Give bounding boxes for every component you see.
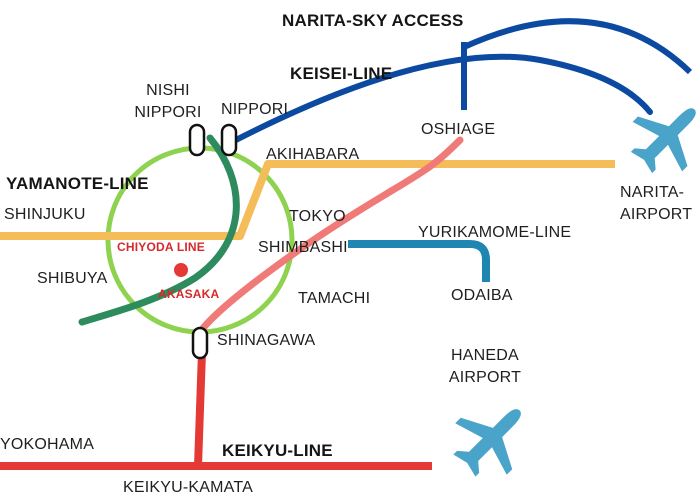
station-shibuya: SHIBUYA — [37, 270, 108, 287]
narita-airplane-icon — [630, 108, 696, 174]
airport-narita-line1: NARITA- — [620, 184, 685, 201]
haneda-airplane-icon — [453, 409, 521, 477]
station-yokohama: YOKOHAMA — [0, 436, 95, 453]
station-tamachi: TAMACHI — [298, 290, 371, 307]
station-marker-nippori[interactable] — [220, 123, 238, 157]
station-shinjuku: SHINJUKU — [4, 206, 86, 223]
airport-narita-line2: AIRPORT — [620, 206, 693, 223]
keisei-line — [229, 53, 653, 145]
station-odaiba: ODAIBA — [451, 287, 513, 304]
keikyu-line-branch — [194, 351, 206, 467]
station-nishi-nippori: NISHI NIPPORI — [130, 80, 206, 124]
station-nippori: NIPPORI — [221, 101, 289, 118]
station-akasaka: AKASAKA — [158, 287, 220, 301]
chiyoda-line — [78, 134, 240, 326]
airport-haneda: HANEDA AIRPORT — [440, 345, 530, 389]
akasaka-dot — [174, 263, 188, 277]
airport-haneda-line2: AIRPORT — [448, 369, 522, 386]
asakusa-line — [196, 136, 464, 336]
station-marker-shinagawa[interactable] — [191, 326, 209, 360]
station-marker-nishi-nippori[interactable] — [188, 123, 206, 157]
yurikamome-line-label: YURIKAMOME-LINE — [418, 224, 572, 241]
keisei-line-label: KEISEI-LINE — [290, 64, 393, 83]
airport-haneda-line1: HANEDA — [451, 347, 519, 364]
station-shinagawa: SHINAGAWA — [217, 332, 316, 349]
station-keikyu-kamata: KEIKYU-KAMATA — [123, 479, 254, 496]
station-tokyo: TOKYO — [289, 208, 346, 225]
station-shimbashi: SHIMBASHI — [258, 239, 348, 256]
chuo-line — [0, 160, 615, 240]
station-nishi-nippori-line1: NISHI — [146, 82, 190, 99]
station-akihabara: AKIHABARA — [266, 146, 360, 163]
yamanote-line-label: YAMANOTE-LINE — [6, 174, 149, 193]
narita-sky-access-line — [462, 18, 693, 75]
narita-sky-access-label: NARITA-SKY ACCESS — [282, 11, 464, 30]
yurikamome-line — [348, 240, 490, 282]
station-oshiage: OSHIAGE — [421, 121, 496, 138]
keikyu-line-label: KEIKYU-LINE — [222, 441, 333, 460]
station-nishi-nippori-line2: NIPPORI — [134, 104, 202, 121]
chiyoda-line-label: CHIYODA LINE — [117, 240, 205, 254]
airport-narita: NARITA- AIRPORT — [620, 182, 700, 226]
